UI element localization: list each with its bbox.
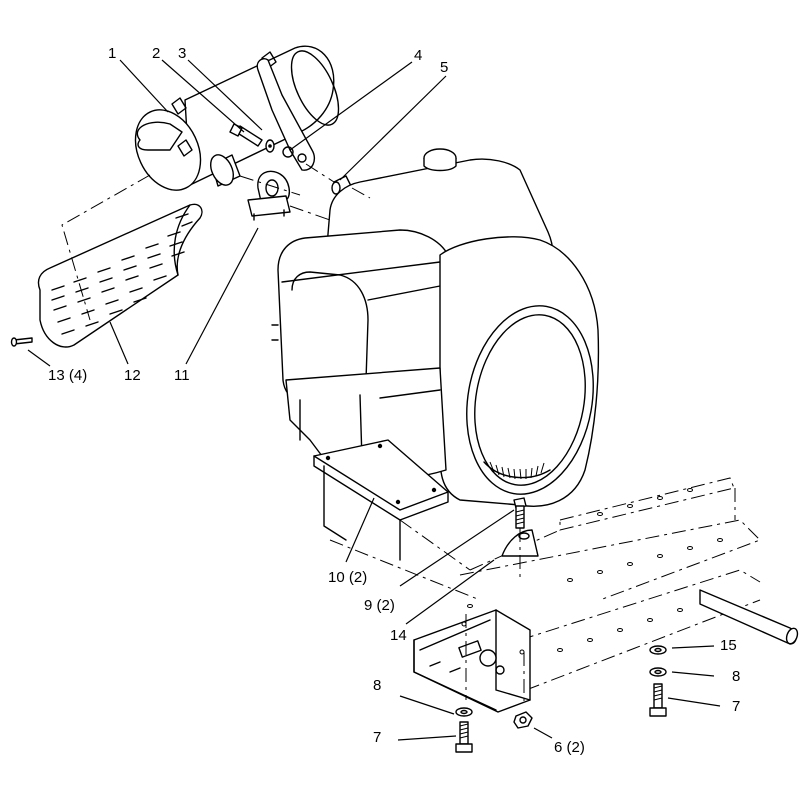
leader-lines (27, 59, 721, 741)
callout-8-left: 8 (373, 677, 381, 694)
callout-15: 15 (720, 637, 737, 654)
callout-7-right: 7 (732, 698, 740, 715)
frame-holes (467, 488, 723, 666)
callout-11: 11 (174, 367, 190, 384)
heat-shield (37, 203, 203, 348)
callout-4: 4 (414, 47, 422, 64)
callout-1: 1 (108, 45, 116, 62)
alignment-lines (61, 163, 521, 601)
nut (513, 711, 533, 729)
exhaust-clamp (247, 170, 291, 221)
callout-8-right: 8 (732, 668, 740, 685)
hardware-right (649, 645, 667, 717)
callout-9: 9 (2) (364, 597, 395, 614)
callout-3: 3 (178, 45, 186, 62)
callout-5: 5 (440, 59, 448, 76)
heat-shield-slots (51, 213, 193, 335)
callout-2: 2 (152, 45, 160, 62)
frame (413, 477, 799, 713)
engine-mount-bolt (513, 497, 527, 529)
callout-13: 13 (4) (48, 367, 87, 384)
muffler (134, 45, 340, 191)
callout-6: 6 (2) (554, 739, 585, 756)
callout-labels: 1 2 3 4 5 11 12 13 (4) 10 (2) 9 (2) 14 1… (48, 45, 740, 756)
hardware-left (455, 707, 473, 753)
callout-7-left: 7 (373, 729, 381, 746)
clip (501, 529, 539, 557)
flywheel-fins (489, 461, 545, 480)
screw (10, 337, 33, 347)
callout-14: 14 (390, 627, 407, 644)
callout-10: 10 (2) (328, 569, 367, 586)
callout-12: 12 (124, 367, 141, 384)
engine (271, 148, 600, 507)
